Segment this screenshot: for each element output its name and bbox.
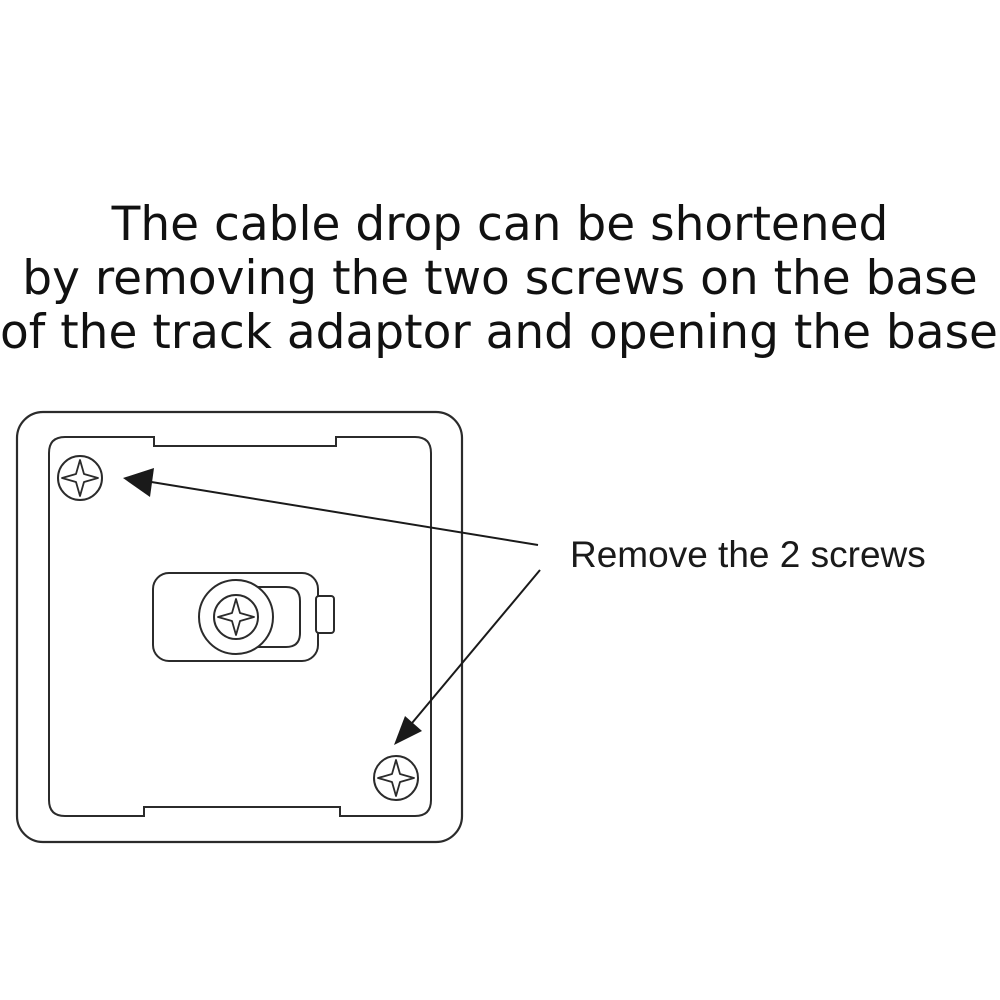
instruction-line-3: of the track adaptor and opening the bas…: [0, 305, 1000, 360]
instruction-line-2: by removing the two screws on the base: [22, 251, 978, 306]
top-left-screw-icon: [57, 455, 103, 501]
instruction-text: The cable drop can be shortened by remov…: [0, 198, 1000, 360]
arrowhead-top-left: [123, 468, 154, 497]
adaptor-base-outline: [15, 410, 464, 844]
callout-arrows: [123, 468, 541, 745]
cable-clamp: [152, 572, 335, 662]
arrowhead-bottom-right: [394, 716, 422, 745]
clamp-tab: [315, 595, 335, 634]
bottom-right-screw-icon: [373, 755, 419, 801]
arrow-to-bottom-right-screw: [401, 569, 541, 736]
adaptor-inner-plate: [48, 436, 432, 817]
instruction-line-1: The cable drop can be shortened: [111, 197, 889, 252]
clamp-screw-icon: [213, 594, 259, 640]
arrow-to-top-left-screw: [132, 478, 539, 546]
clamp-cutout: [236, 586, 301, 648]
callout-label: Remove the 2 screws: [570, 534, 926, 575]
